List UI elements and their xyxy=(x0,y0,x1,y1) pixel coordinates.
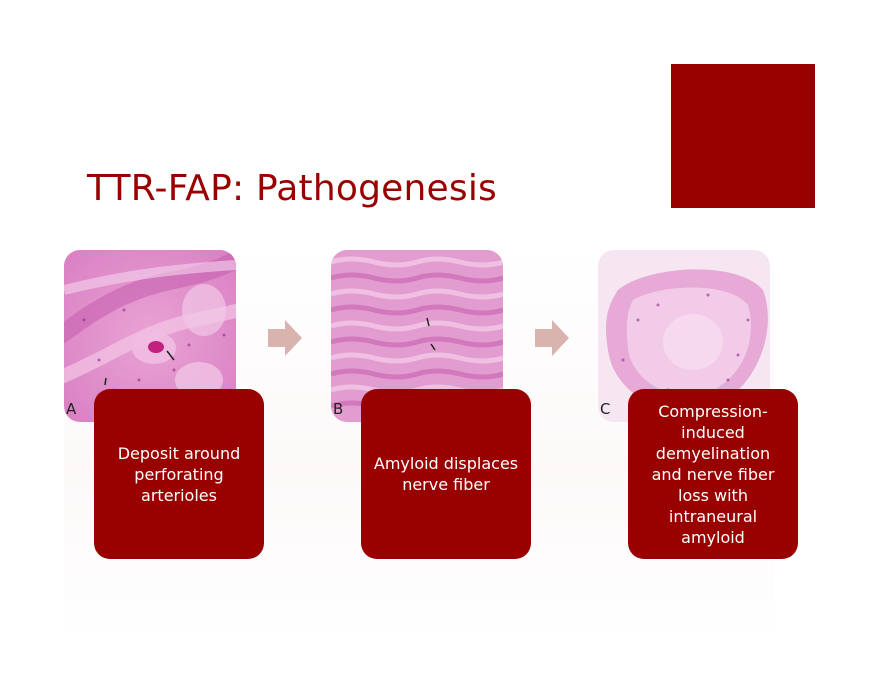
step-a-text: Deposit around perforating arterioles xyxy=(117,443,241,505)
image-c-label: C xyxy=(600,400,611,418)
arrow-right-icon xyxy=(535,320,569,356)
image-a-label: A xyxy=(66,400,77,418)
step-c-box: Compression-induced demyelination and ne… xyxy=(628,389,798,559)
step-c-text: Compression-induced demyelination and ne… xyxy=(651,401,775,547)
arrow-right-icon xyxy=(268,320,302,356)
histology-image-a xyxy=(64,250,236,422)
step-a-box: Deposit around perforating arterioles xyxy=(94,389,264,559)
slide-title: TTR-FAP: Pathogenesis xyxy=(87,168,497,209)
step-b-text: Amyloid displaces nerve fiber xyxy=(373,454,519,494)
accent-square xyxy=(671,64,815,208)
image-b-label: B xyxy=(333,400,344,418)
step-b-box: Amyloid displaces nerve fiber xyxy=(361,389,531,559)
